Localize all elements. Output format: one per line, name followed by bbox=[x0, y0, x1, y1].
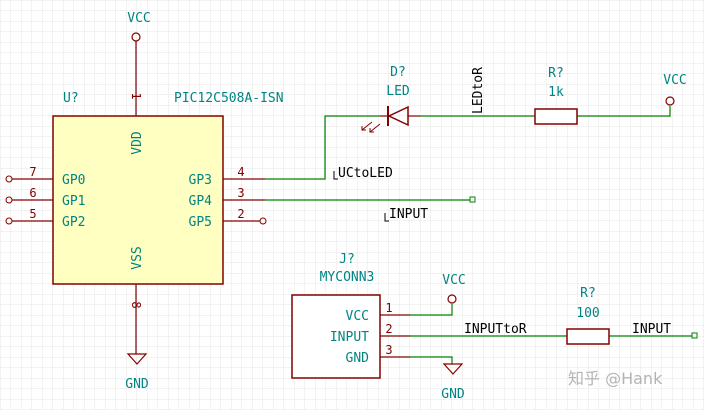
vcc-connector-label: VCC bbox=[442, 273, 465, 288]
led-ray-2 bbox=[361, 121, 373, 131]
led-value: LED bbox=[386, 84, 410, 99]
pin-num-gp1: 6 bbox=[29, 186, 36, 200]
connector-j1[interactable]: 1 2 3 VCC INPUT GND J? MYCONN3 bbox=[291, 252, 410, 379]
pin-gp2-end bbox=[5, 217, 13, 225]
resistor-bottom[interactable]: R? 100 bbox=[566, 286, 610, 345]
connector-pin-3-name: GND bbox=[346, 351, 370, 366]
pin-num-vdd: 1 bbox=[129, 92, 143, 99]
vcc-power-u1[interactable]: VCC bbox=[127, 11, 151, 46]
connector-reference: J? bbox=[339, 252, 355, 267]
gnd-u1-label: GND bbox=[125, 377, 149, 392]
pin-num-gp0: 7 bbox=[29, 165, 36, 179]
resistor-bottom-value: 100 bbox=[576, 306, 599, 321]
wire-uc-to-led bbox=[265, 115, 380, 180]
gnd-u1-symbol bbox=[126, 353, 148, 365]
vcc-u1-label: VCC bbox=[127, 11, 150, 26]
microcontroller-u1[interactable]: 1 7 6 5 4 3 2 8 VDD GP0 GP1 GP2 GP3 GP4 … bbox=[5, 46, 284, 354]
led-reference: D? bbox=[390, 65, 406, 80]
wire-conn-vcc bbox=[410, 304, 453, 316]
connector-pin-1-name: VCC bbox=[346, 309, 369, 324]
net-label-uc-to-led-text: UCtoLED bbox=[338, 166, 393, 181]
wires-bottom bbox=[410, 304, 698, 364]
vcc-power-connector[interactable]: VCC bbox=[442, 273, 466, 304]
pin-num-gp3: 4 bbox=[237, 165, 244, 179]
resistor-top-value: 1k bbox=[548, 85, 564, 100]
pin-name-gp0: GP0 bbox=[62, 173, 85, 188]
vcc-right-label: VCC bbox=[663, 73, 686, 88]
gnd-connector-label: GND bbox=[441, 387, 465, 402]
resistor-top-body bbox=[534, 108, 578, 125]
wire-input-bottom-end bbox=[691, 332, 698, 339]
connector-value: MYCONN3 bbox=[320, 270, 375, 285]
net-label-input-to-r[interactable]: INPUTtoR bbox=[464, 322, 527, 337]
net-label-input[interactable]: INPUT bbox=[384, 207, 428, 222]
resistor-top[interactable]: R? 1k bbox=[534, 66, 578, 125]
net-label-uc-to-led[interactable]: UCtoLED bbox=[333, 166, 393, 181]
led-ray-1 bbox=[369, 123, 381, 133]
connector-body bbox=[291, 294, 381, 379]
pin-name-gp1: GP1 bbox=[62, 194, 85, 209]
pin-gp5-end bbox=[259, 217, 267, 225]
vcc-right-symbol bbox=[665, 96, 675, 106]
pin-name-gp5: GP5 bbox=[189, 215, 212, 230]
pin-gp1-end bbox=[5, 196, 13, 204]
connector-pin-3-num: 3 bbox=[385, 343, 392, 357]
pin-name-gp2: GP2 bbox=[62, 215, 85, 230]
pin-name-gp4: GP4 bbox=[189, 194, 213, 209]
connector-pin-1-num: 1 bbox=[385, 301, 392, 315]
gnd-power-u1[interactable]: GND bbox=[125, 353, 149, 392]
net-label-input-text: INPUT bbox=[389, 207, 428, 222]
pin-num-gp4: 3 bbox=[237, 186, 244, 200]
gnd-power-connector[interactable]: GND bbox=[441, 363, 465, 402]
pin-name-vss: VSS bbox=[130, 246, 145, 269]
wire-conn-gnd bbox=[410, 356, 453, 364]
pin-name-vdd: VDD bbox=[130, 131, 145, 155]
pin-num-gp2: 5 bbox=[29, 207, 36, 221]
wire-r-to-vcc bbox=[577, 106, 671, 117]
net-label-input-end[interactable]: INPUT bbox=[632, 322, 671, 337]
vcc-connector-symbol bbox=[447, 294, 457, 304]
resistor-bottom-reference: R? bbox=[580, 286, 596, 301]
led-ray-1-head bbox=[369, 128, 374, 133]
pin-name-gp3: GP3 bbox=[189, 173, 212, 188]
net-label-input-end-text: INPUT bbox=[632, 322, 671, 337]
resistor-top-reference: R? bbox=[548, 66, 564, 81]
wire-input-end bbox=[469, 196, 476, 203]
gnd-connector-symbol bbox=[442, 363, 464, 375]
wires-top bbox=[265, 106, 671, 203]
u1-reference: U? bbox=[63, 91, 79, 106]
net-label-input-corner bbox=[384, 213, 389, 222]
pin-gp0-end bbox=[5, 175, 13, 183]
net-label-input-to-r-text: INPUTtoR bbox=[464, 322, 527, 337]
ic-body bbox=[52, 115, 224, 285]
resistor-bottom-body bbox=[566, 328, 610, 345]
connector-pin-2-name: INPUT bbox=[330, 330, 369, 345]
pin-num-gp5: 2 bbox=[237, 207, 244, 221]
connector-pin-2-num: 2 bbox=[385, 322, 392, 336]
pin-num-vss: 8 bbox=[129, 301, 143, 308]
led-ray-2-head bbox=[361, 126, 366, 131]
net-label-led-to-r-text: LEDtoR bbox=[471, 67, 486, 114]
net-label-uc-to-led-corner bbox=[333, 171, 338, 180]
net-label-led-to-r[interactable]: LEDtoR bbox=[471, 67, 486, 114]
vcc-power-right[interactable]: VCC bbox=[663, 73, 687, 106]
u1-value: PIC12C508A-ISN bbox=[174, 91, 284, 106]
led-d1[interactable]: D? LED bbox=[361, 65, 420, 133]
watermark: 知乎 @Hank bbox=[568, 369, 663, 388]
